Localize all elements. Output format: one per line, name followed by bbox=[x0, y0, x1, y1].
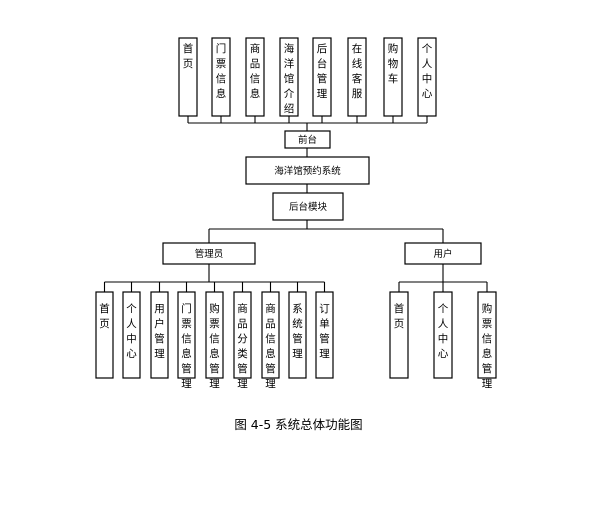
frontend-module-4-label: 后台管理 bbox=[317, 43, 328, 100]
frontend-node: 前台 bbox=[284, 130, 331, 149]
figure-caption: 图 4-5 系统总体功能图 bbox=[234, 417, 363, 432]
user-module-1: 个人中心 bbox=[433, 291, 453, 379]
backend-node-box bbox=[272, 192, 344, 221]
admin-module-7-label: 系统管理 bbox=[292, 303, 303, 360]
frontend-module-6-label: 购物车 bbox=[388, 42, 399, 85]
user-module-1-box bbox=[433, 291, 453, 379]
user-node: 用户 bbox=[404, 242, 482, 265]
frontend-module-6-box bbox=[383, 37, 403, 117]
backend-node: 后台模块 bbox=[272, 192, 344, 221]
frontend-module-1-box bbox=[211, 37, 231, 117]
admin-module-1-box bbox=[122, 291, 141, 379]
admin-module-0: 首页 bbox=[95, 291, 114, 379]
frontend-module-7-box bbox=[417, 37, 437, 117]
admin-module-8-box bbox=[315, 291, 334, 379]
frontend-module-0-label: 首页 bbox=[183, 42, 194, 70]
backend-node-label: 后台模块 bbox=[289, 201, 328, 213]
frontend-module-7-label: 个人中心 bbox=[422, 43, 433, 100]
admin-module-6-box bbox=[261, 291, 280, 379]
user-module-2-label: 购票信息管理 bbox=[482, 302, 493, 390]
frontend-module-5: 在线客服 bbox=[347, 37, 367, 117]
frontend-module-2-box bbox=[245, 37, 265, 117]
frontend-module-3-label: 海洋馆介绍 bbox=[284, 42, 295, 115]
user-module-0: 首页 bbox=[389, 291, 409, 379]
admin-module-1: 个人中心 bbox=[122, 291, 141, 379]
frontend-node-box bbox=[284, 130, 331, 149]
admin-module-7: 系统管理 bbox=[288, 291, 307, 379]
user-node-box bbox=[404, 242, 482, 265]
system-node-box bbox=[245, 156, 370, 185]
frontend-module-2-label: 商品信息 bbox=[250, 42, 261, 100]
admin-node-label: 管理员 bbox=[195, 248, 224, 260]
frontend-module-2: 商品信息 bbox=[245, 37, 265, 117]
admin-module-2-label: 用户管理 bbox=[154, 303, 165, 360]
connectors bbox=[103, 116, 488, 292]
frontend-module-1: 门票信息 bbox=[211, 37, 231, 117]
admin-module-0-box bbox=[95, 291, 114, 379]
admin-module-8: 订单管理 bbox=[315, 291, 334, 379]
admin-module-5-box bbox=[233, 291, 252, 379]
user-module-2: 购票信息管理 bbox=[477, 291, 497, 390]
admin-module-7-box bbox=[288, 291, 307, 379]
frontend-node-label: 前台 bbox=[298, 134, 317, 146]
frontend-module-0-box bbox=[178, 37, 198, 117]
admin-module-5: 商品分类管理 bbox=[233, 291, 252, 390]
admin-module-2-box bbox=[150, 291, 169, 379]
system-node-label: 海洋馆预约系统 bbox=[274, 165, 341, 177]
frontend-module-1-label: 门票信息 bbox=[216, 42, 227, 100]
admin-module-4-box bbox=[205, 291, 224, 379]
user-module-0-box bbox=[389, 291, 409, 379]
frontend-module-0: 首页 bbox=[178, 37, 198, 117]
admin-module-2: 用户管理 bbox=[150, 291, 169, 379]
user-module-2-box bbox=[477, 291, 497, 379]
frontend-module-3-box bbox=[279, 37, 299, 117]
user-node-label: 用户 bbox=[433, 248, 452, 260]
nodes: 首页门票信息商品信息海洋馆介绍后台管理在线客服购物车个人中心前台海洋馆预约系统后… bbox=[95, 37, 497, 390]
frontend-module-7: 个人中心 bbox=[417, 37, 437, 117]
admin-module-8-label: 订单管理 bbox=[319, 303, 330, 360]
admin-module-3-box bbox=[177, 291, 196, 379]
admin-module-6-label: 商品信息管理 bbox=[265, 302, 276, 390]
admin-node-box bbox=[162, 242, 256, 265]
admin-node: 管理员 bbox=[162, 242, 256, 265]
frontend-module-3: 海洋馆介绍 bbox=[279, 37, 299, 117]
admin-module-4: 购票信息管理 bbox=[205, 291, 224, 390]
admin-module-0-label: 首页 bbox=[99, 302, 110, 330]
frontend-module-5-label: 在线客服 bbox=[352, 43, 363, 100]
user-module-1-label: 个人中心 bbox=[438, 303, 449, 360]
admin-module-5-label: 商品分类管理 bbox=[237, 302, 248, 390]
frontend-module-4: 后台管理 bbox=[312, 37, 332, 117]
admin-module-1-label: 个人中心 bbox=[126, 303, 137, 360]
frontend-module-6: 购物车 bbox=[383, 37, 403, 117]
system-node: 海洋馆预约系统 bbox=[245, 156, 370, 185]
frontend-module-4-box bbox=[312, 37, 332, 117]
user-module-0-label: 首页 bbox=[394, 302, 405, 330]
frontend-module-5-box bbox=[347, 37, 367, 117]
admin-module-4-label: 购票信息管理 bbox=[209, 302, 220, 390]
admin-module-3-label: 门票信息管理 bbox=[181, 302, 192, 390]
admin-module-6: 商品信息管理 bbox=[261, 291, 280, 390]
admin-module-3: 门票信息管理 bbox=[177, 291, 196, 390]
